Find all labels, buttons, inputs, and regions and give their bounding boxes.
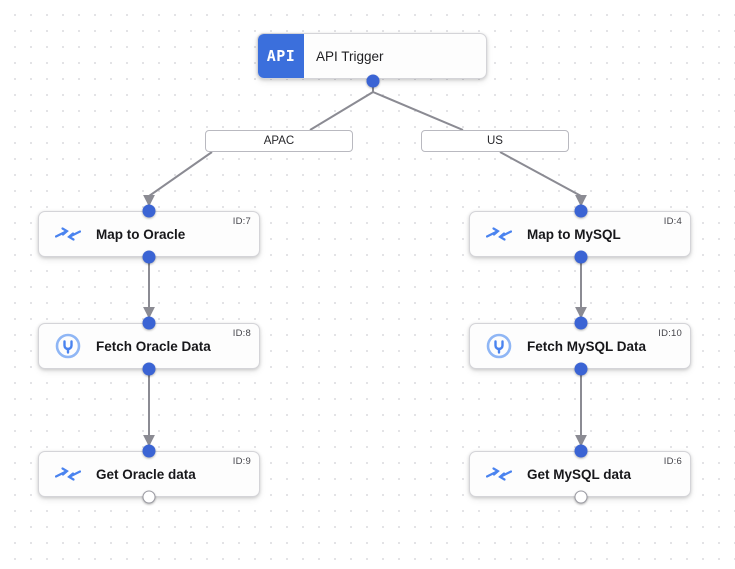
port-trigger-output[interactable] bbox=[366, 74, 380, 88]
port-input[interactable] bbox=[574, 444, 588, 458]
node-id-label: ID:4 bbox=[663, 216, 682, 227]
node-title: API Trigger bbox=[316, 48, 384, 64]
node-title: Get MySQL data bbox=[527, 466, 632, 482]
port-output-terminal[interactable] bbox=[574, 490, 588, 504]
port-input[interactable] bbox=[142, 316, 156, 330]
map-arrows-icon bbox=[53, 459, 83, 489]
database-plug-icon bbox=[53, 331, 83, 361]
map-arrows-icon bbox=[53, 219, 83, 249]
port-input[interactable] bbox=[142, 444, 156, 458]
node-map-to-mysql[interactable]: Map to MySQL ID:4 bbox=[469, 211, 691, 257]
map-arrows-icon bbox=[484, 459, 514, 489]
port-output-terminal[interactable] bbox=[142, 490, 156, 504]
node-get-oracle-data[interactable]: Get Oracle data ID:9 bbox=[38, 451, 260, 497]
node-get-mysql-data[interactable]: Get MySQL data ID:6 bbox=[469, 451, 691, 497]
branch-label-us[interactable]: US bbox=[421, 130, 569, 152]
port-output[interactable] bbox=[574, 250, 588, 264]
port-output[interactable] bbox=[574, 362, 588, 376]
port-output[interactable] bbox=[142, 250, 156, 264]
database-plug-icon bbox=[484, 331, 514, 361]
node-id-label: ID:10 bbox=[658, 328, 682, 339]
edge-us-to-map-mysql bbox=[499, 151, 587, 207]
map-arrows-icon bbox=[484, 219, 514, 249]
edge-apac-to-map-oracle bbox=[143, 151, 213, 207]
api-badge-icon: API bbox=[258, 34, 304, 78]
port-output[interactable] bbox=[142, 362, 156, 376]
port-input[interactable] bbox=[142, 204, 156, 218]
node-api-trigger[interactable]: API API Trigger bbox=[257, 33, 487, 79]
node-title: Fetch MySQL Data bbox=[527, 338, 647, 354]
node-id-label: ID:9 bbox=[232, 456, 251, 467]
edge-trigger-to-us bbox=[372, 86, 464, 131]
node-title: Map to Oracle bbox=[96, 226, 186, 242]
node-title: Map to MySQL bbox=[527, 226, 621, 242]
node-id-label: ID:6 bbox=[663, 456, 682, 467]
api-badge-label: API bbox=[266, 47, 296, 65]
port-input[interactable] bbox=[574, 204, 588, 218]
node-id-label: ID:7 bbox=[232, 216, 251, 227]
node-id-label: ID:8 bbox=[232, 328, 251, 339]
edge-trigger-to-apac bbox=[309, 86, 374, 131]
branch-label-apac[interactable]: APAC bbox=[205, 130, 353, 152]
node-title: Get Oracle data bbox=[96, 466, 196, 482]
node-fetch-mysql-data[interactable]: Fetch MySQL Data ID:10 bbox=[469, 323, 691, 369]
node-title: Fetch Oracle Data bbox=[96, 338, 211, 354]
port-input[interactable] bbox=[574, 316, 588, 330]
